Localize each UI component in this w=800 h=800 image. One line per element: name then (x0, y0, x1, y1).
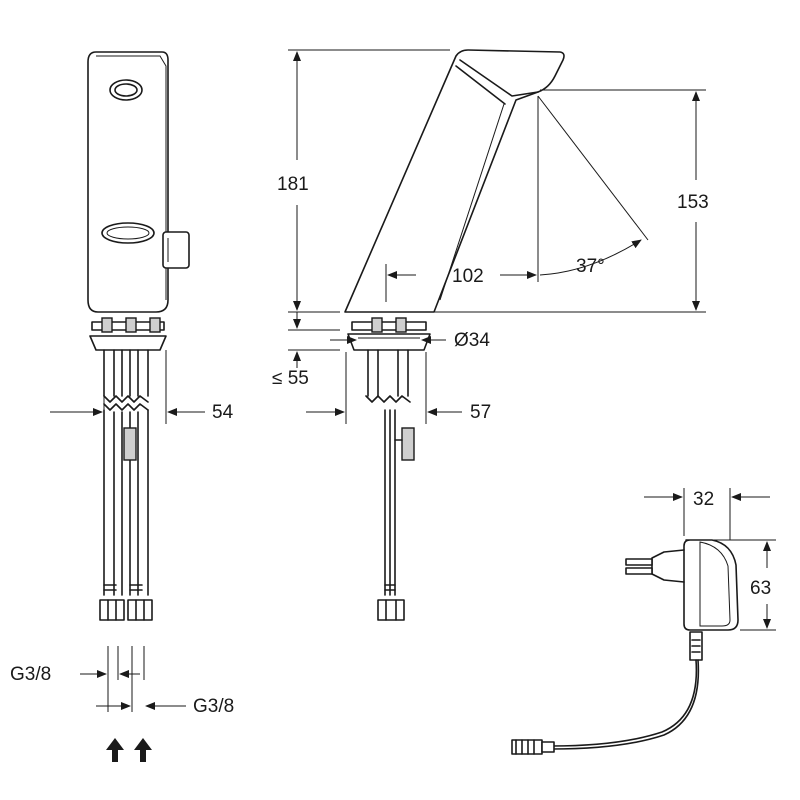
faucet-side-view (87, 51, 190, 621)
water-inlet-arrow-icon (106, 738, 124, 762)
dim-label-102: 102 (452, 266, 484, 287)
water-inlet-arrows (106, 738, 152, 762)
dim-g38: G3/8 G3/8 (10, 646, 234, 717)
dim-label-57: 57 (470, 402, 491, 423)
dim-153: 153 (434, 89, 709, 313)
check-valve-front (401, 427, 415, 461)
sensor-window-icon (101, 222, 155, 244)
dim-label-diameter-34: Ø34 (454, 330, 490, 351)
dim-label-54: 54 (212, 402, 234, 423)
dim-label-32: 32 (693, 489, 714, 510)
water-inlet-arrow-icon (134, 738, 152, 762)
dim-label-37: 37° (576, 256, 605, 277)
hose-nut-right (127, 599, 153, 621)
dim-181: 181 (277, 49, 450, 313)
hose-nut-front (377, 599, 405, 621)
dim-63: 63 (712, 539, 776, 631)
dim-label-63: 63 (750, 578, 771, 599)
plug-pin-bottom (625, 567, 653, 575)
sensor-top-icon (109, 79, 143, 101)
dim-label-55: ≤ 55 (272, 368, 309, 389)
dim-label-181: 181 (277, 174, 309, 195)
dim-54: 54 (50, 350, 234, 424)
hose-nut-left (99, 599, 125, 621)
lever-knob (162, 231, 190, 269)
dim-diameter-34: Ø34 (330, 330, 490, 351)
check-valve (123, 427, 137, 461)
dim-label-153: 153 (677, 192, 709, 213)
dim-32: 32 (644, 488, 770, 540)
dim-label-g38-right: G3/8 (193, 696, 234, 717)
power-adapter (511, 539, 739, 755)
dim-55: ≤ 55 (272, 312, 340, 389)
dim-57: 57 (306, 352, 491, 424)
plug-pin-top (625, 558, 653, 566)
dim-102-37: 102 37° (385, 95, 649, 302)
dim-label-g38-left: G3/8 (10, 664, 51, 685)
